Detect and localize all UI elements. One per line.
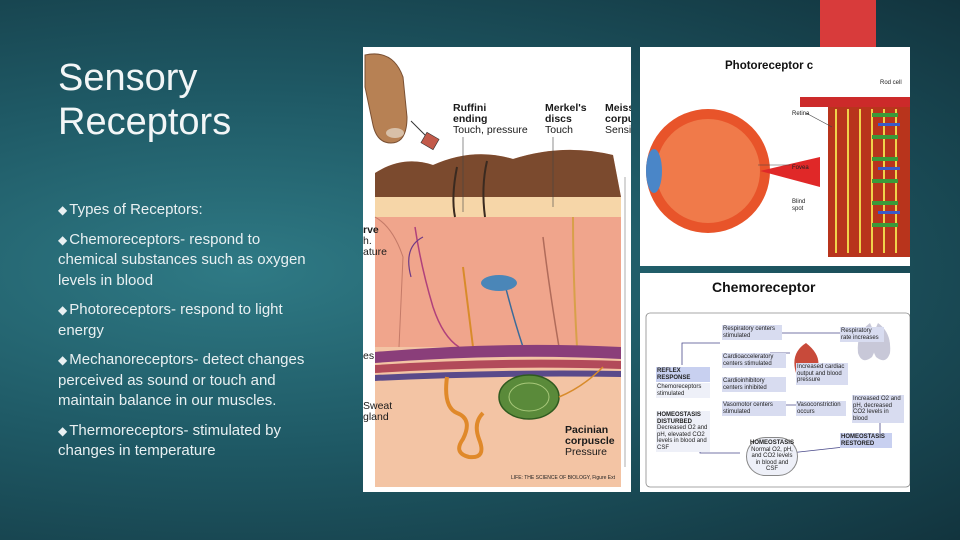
title-line-1: Sensory [58, 57, 198, 99]
fovea-label: Fovea [792, 165, 809, 171]
resp-center-box: Respiratory centers stimulated [722, 325, 782, 340]
bullet-text: Types of Receptors: [69, 201, 203, 218]
photoreceptor-figure: Photoreceptor c Rod cell Retina Fovea Bl… [640, 47, 910, 266]
retina-label: Retina [792, 111, 810, 117]
slide-title: Sensory Receptors [58, 56, 338, 144]
chemoreceptor-figure: Chemoreceptor Respiratory centers stimul… [640, 273, 910, 492]
bullet-text: Thermoreceptors- stimulated by changes i… [58, 421, 281, 460]
bullet-item: ◆Chemoreceptors- respond to chemical sub… [58, 230, 308, 292]
rod-cell-label: Rod cell [880, 80, 902, 86]
es-label: es [363, 350, 375, 362]
skin-cross-section-illustration [364, 53, 626, 487]
bullet-text: Chemoreceptors- respond to chemical subs… [58, 230, 306, 289]
chemo-stim-box: Chemoreceptors stimulated [656, 383, 710, 398]
card-inhib-box: Cardioinhibitory centers inhibited [722, 377, 786, 392]
bullet-item: ◆Mechanoreceptors- detect changes percei… [58, 350, 308, 412]
o2-box: Increased O2 and pH, decreased CO2 level… [852, 395, 904, 423]
diamond-bullet-icon: ◆ [58, 423, 68, 438]
resp-rate-box: Respiratory rate increases [840, 327, 884, 342]
bullet-item: ◆Thermoreceptors- stimulated by changes … [58, 421, 308, 462]
eye-figure-title: Photoreceptor c [725, 60, 814, 72]
bullet-item: ◆Photoreceptors- respond to light energy [58, 300, 308, 341]
chemo-figure-title: Chemoreceptor [712, 279, 816, 295]
bullet-text: Mechanoreceptors- detect changes perceiv… [58, 351, 305, 409]
cardiac-output-box: Increased cardiac output and blood press… [796, 363, 848, 385]
homeostasis-restored-box: HOMEOSTASIS RESTORED [840, 433, 892, 448]
diamond-bullet-icon: ◆ [58, 353, 68, 367]
vasocon-box: Vasoconstriction occurs [796, 401, 846, 416]
title-line-2: Receptors [58, 101, 232, 143]
figure-credit: LIFE: THE SCIENCE OF BIOLOGY, Figure Ext [511, 475, 616, 481]
bullet-item: ◆Types of Receptors: [58, 200, 308, 221]
diamond-bullet-icon: ◆ [58, 203, 68, 217]
vaso-box: Vasomotor centers stimulated [722, 401, 786, 416]
bullet-list: ◆Types of Receptors: ◆Chemoreceptors- re… [58, 200, 308, 471]
eye-illustration [646, 97, 910, 257]
bullet-text: Photoreceptors- respond to light energy [58, 301, 283, 339]
diamond-bullet-icon: ◆ [58, 232, 68, 247]
diamond-bullet-icon: ◆ [58, 303, 68, 317]
cardio-box: Cardioacceleratory centers stimulated [722, 353, 786, 368]
meissner-label: MeisscorpuSensi [605, 102, 631, 136]
